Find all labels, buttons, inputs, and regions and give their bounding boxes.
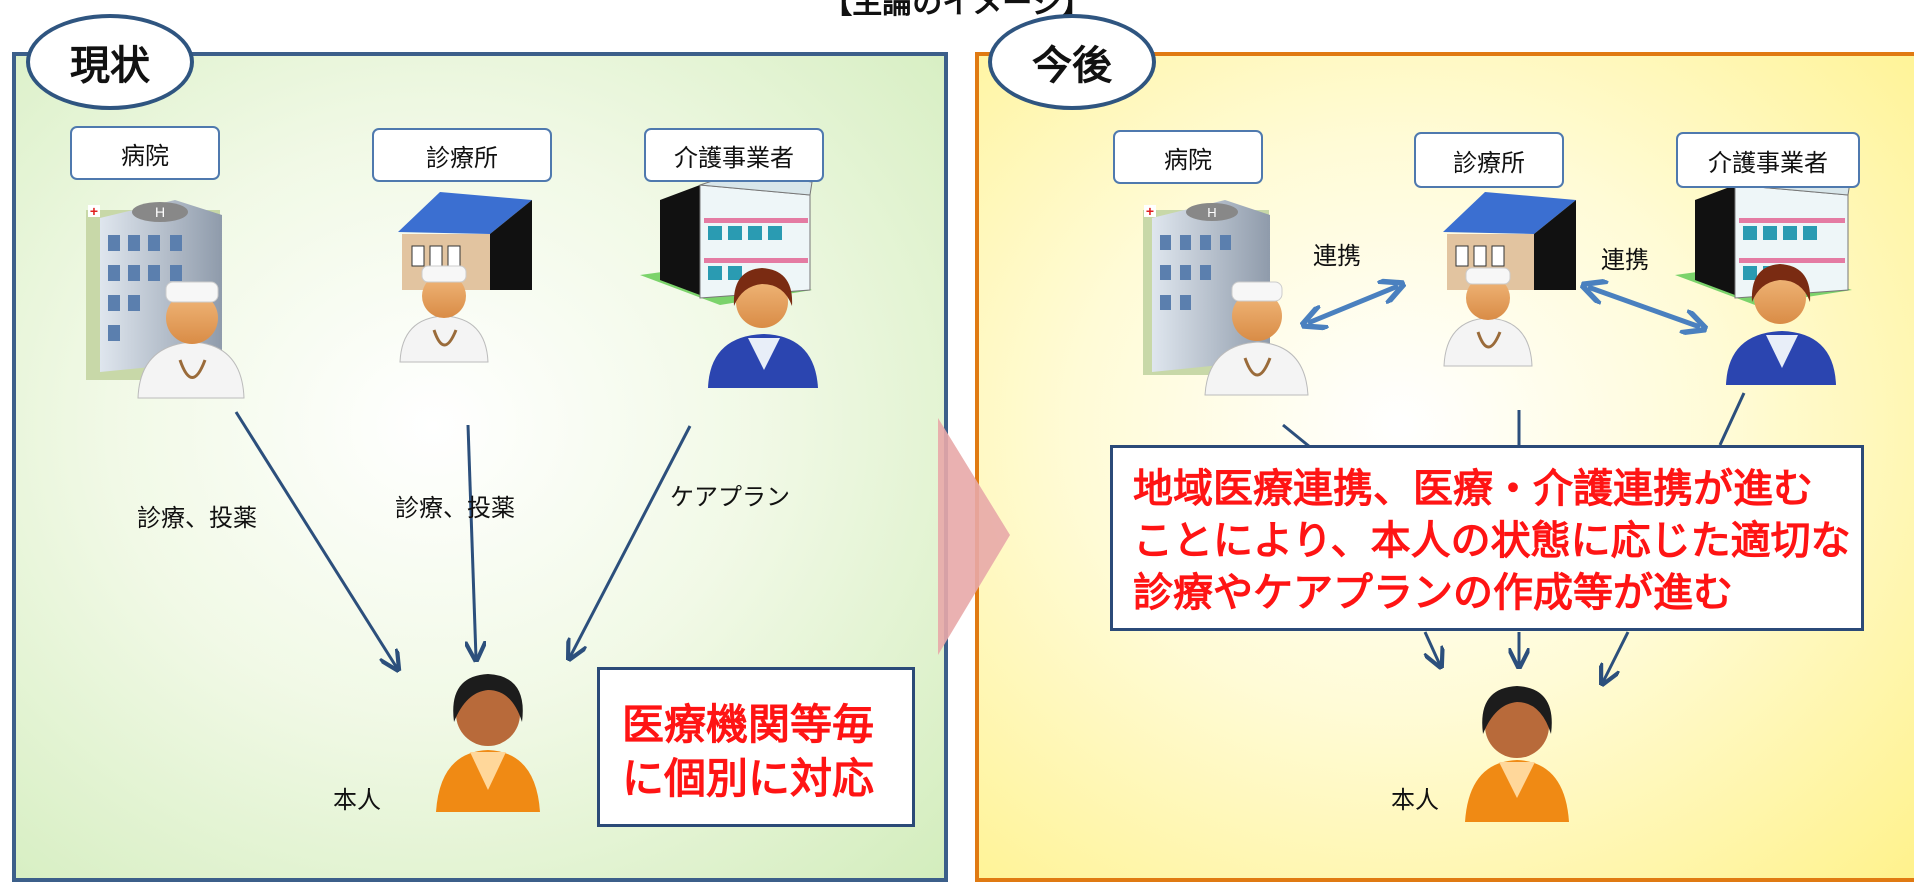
right-flow-arrows [1282,392,1746,682]
person-label: 本人 [1391,786,1439,814]
person-icon [1465,686,1569,822]
note-box-current: 医療機関等毎 に個別に対応 [597,667,915,827]
page-title: 【主論のイメージ】 [822,0,1092,21]
label-hospital: 病院 [1113,130,1263,184]
diagram-graphics: H + [86,171,1852,822]
svg-text:H: H [155,204,165,220]
link-label: 連携 [1601,246,1649,274]
note-line: に個別に対応 [622,754,875,803]
doctor-icon [137,281,245,399]
link-label: 連携 [1313,242,1361,270]
hospital-building-icon: H + [1143,200,1270,375]
label-care-provider: 介護事業者 [644,128,824,182]
svg-text:+: + [90,203,98,219]
link-arrows [1308,286,1700,327]
left-flow-arrows [234,411,692,668]
note-box-future: 地域医療連携、医療・介護連携が進む ことにより、本人の状態に応じた適切な 診療や… [1110,445,1864,631]
label-hospital: 病院 [70,126,220,180]
label-care-provider: 介護事業者 [1676,132,1860,188]
care-worker-icon [1726,264,1836,385]
label-clinic: 診療所 [372,128,552,182]
current-badge: 現状 [26,14,194,110]
svg-text:+: + [1146,203,1154,219]
note-line: ことにより、本人の状態に応じた適切な [1133,518,1851,564]
person-icon [436,674,540,812]
doctor-icon [399,265,489,363]
transition-arrow-icon [938,418,1010,655]
arrow-label-clinic: 診療、投薬 [395,494,515,522]
label-clinic: 診療所 [1414,132,1564,188]
note-line: 地域医療連携、医療・介護連携が進む [1133,466,1813,512]
arrow-label-care: ケアプラン [670,483,790,511]
svg-text:H: H [1207,205,1216,220]
person-label: 本人 [333,786,381,814]
note-line: 医療機関等毎 [622,700,875,749]
clinic-house-icon [398,192,532,290]
doctor-icon [1204,281,1309,396]
care-worker-icon [708,268,818,388]
note-line: 診療やケアプランの作成等が進む [1133,570,1733,616]
arrow-label-hospital: 診療、投薬 [137,504,257,532]
doctor-icon [1443,267,1533,367]
future-badge: 今後 [988,14,1156,110]
